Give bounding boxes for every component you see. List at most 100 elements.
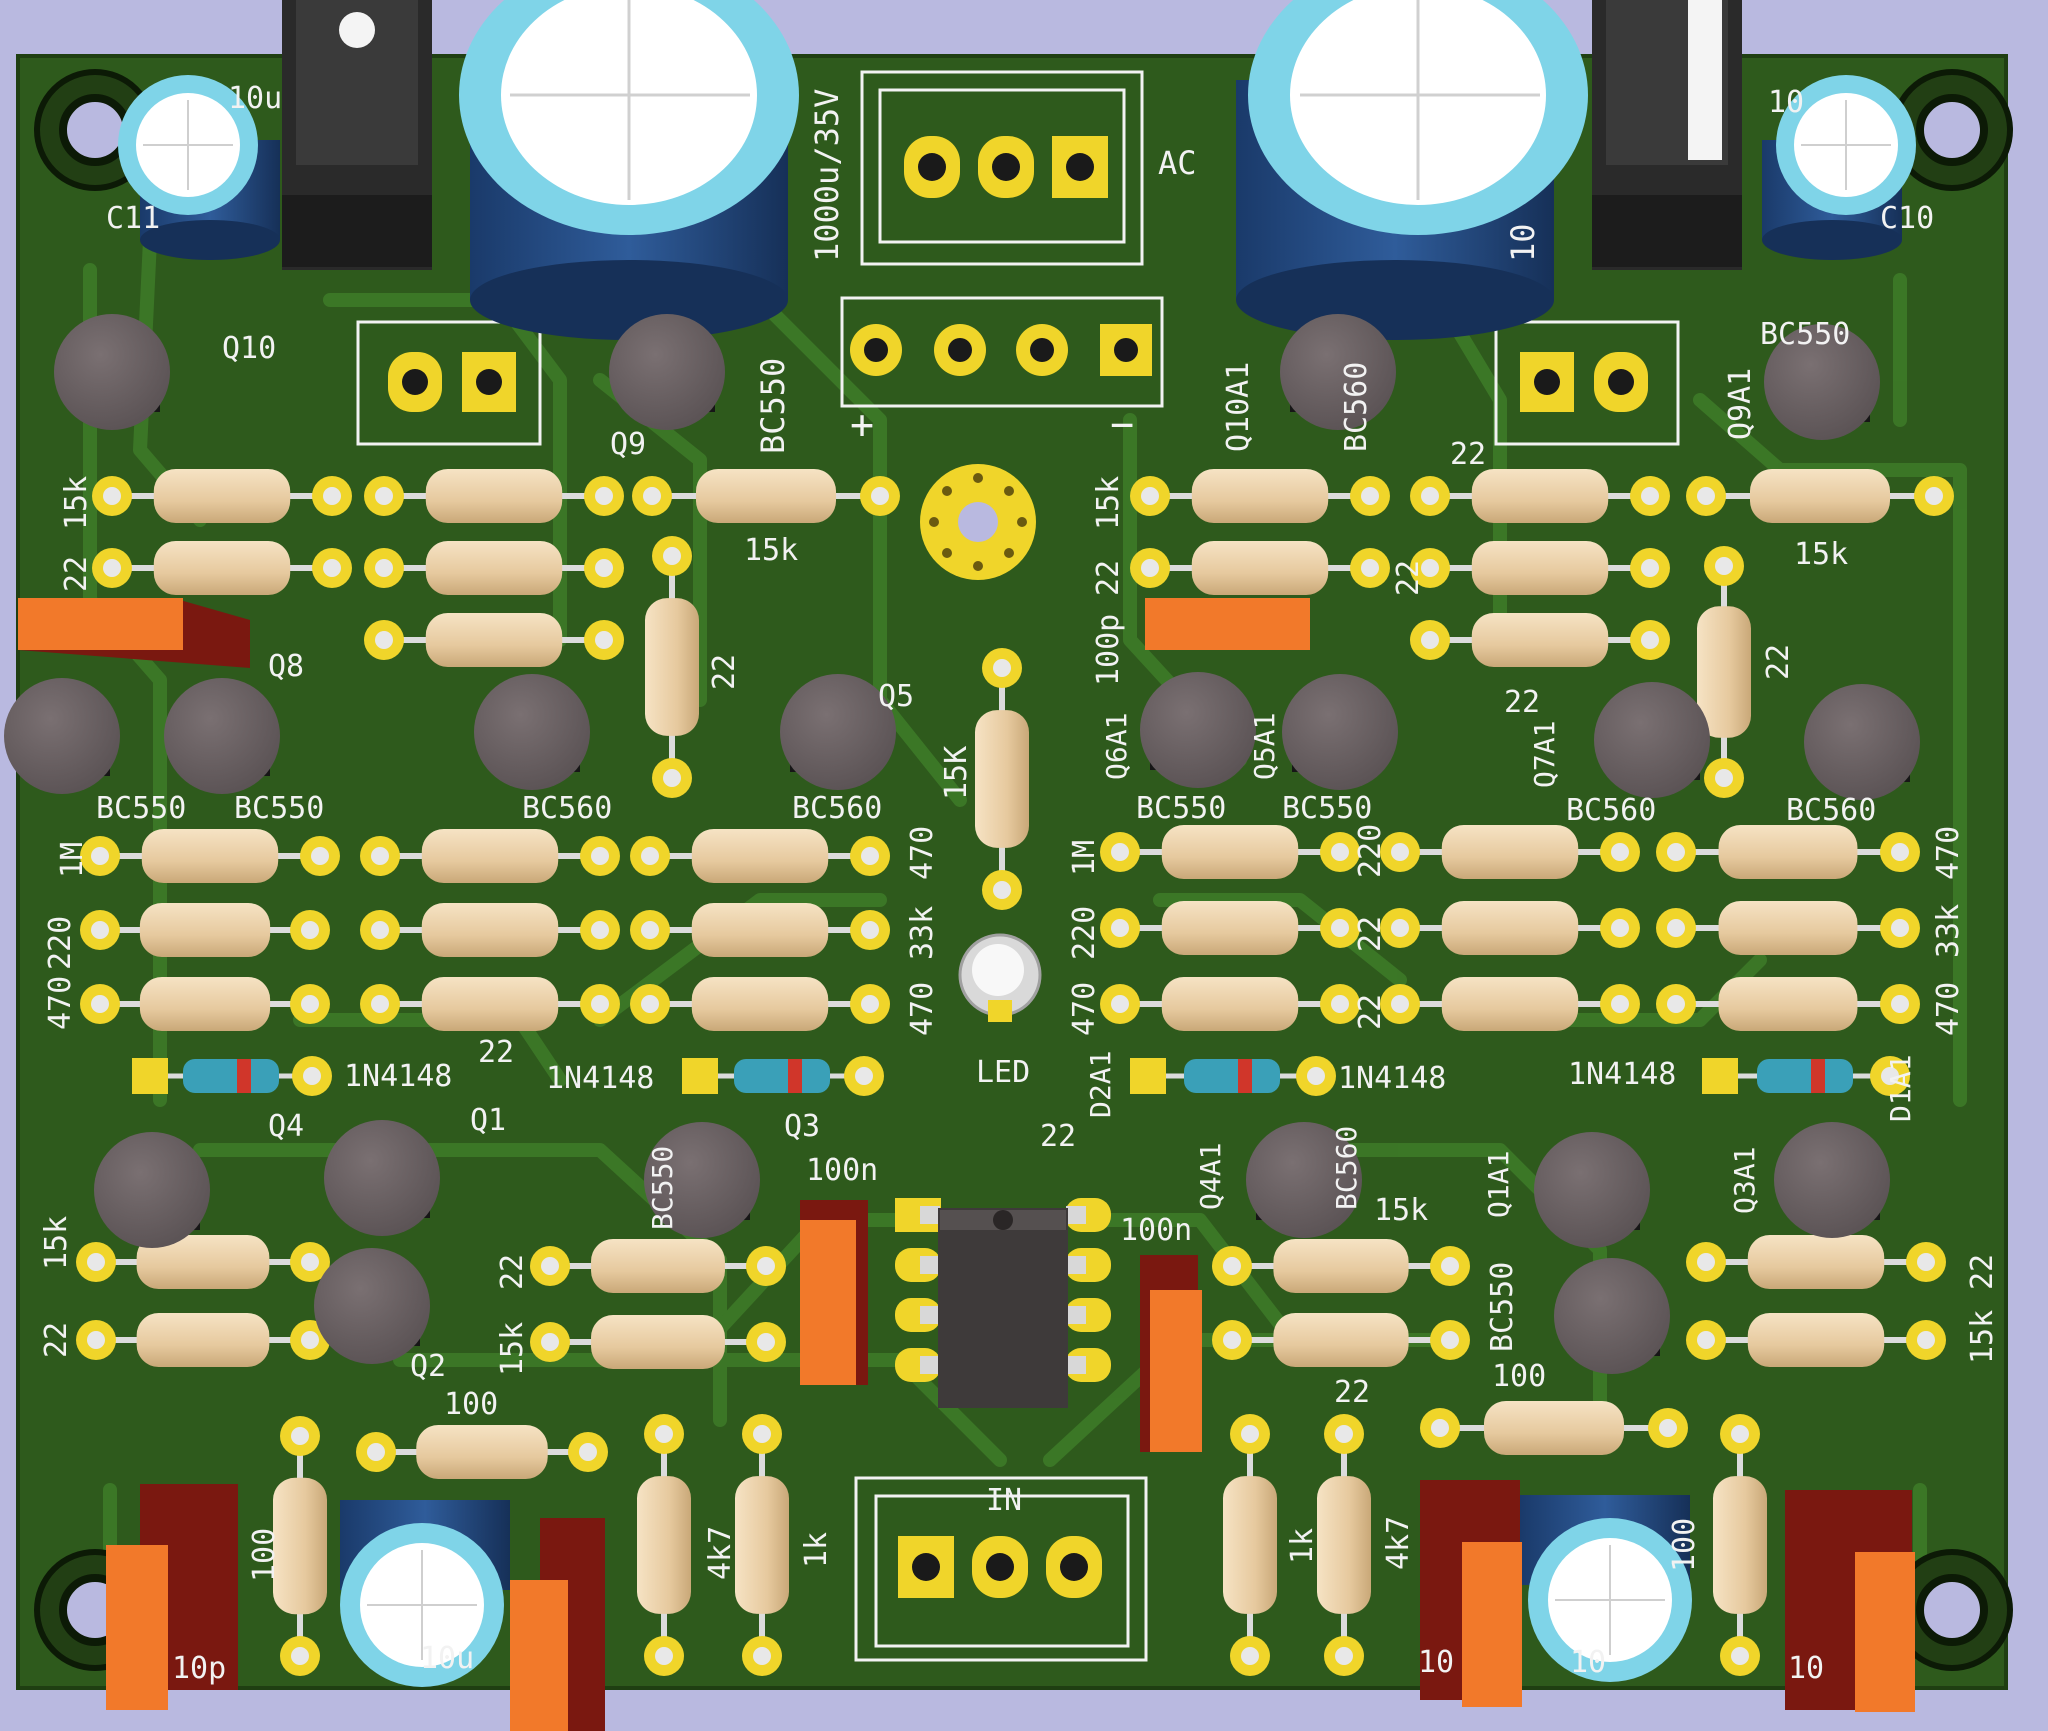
resistor-h	[1686, 469, 1954, 523]
resistor-v	[1317, 1414, 1371, 1676]
silk-label-c10: C10	[1880, 201, 1934, 236]
resistor-h	[1212, 1313, 1470, 1367]
silk-label-r470b: 470	[905, 826, 940, 880]
resistor-h	[76, 1313, 330, 1367]
resistor-v	[645, 536, 699, 798]
silk-label-r22R5: 22	[1353, 916, 1388, 952]
silk-label-bc560d: BC560	[1786, 793, 1876, 828]
silk-label-r22B4: 22	[1965, 1254, 2000, 1290]
resistor-h	[1380, 977, 1640, 1031]
silk-outlines	[356, 70, 1680, 1662]
film-capacitors	[18, 598, 1915, 1731]
connector-ac	[904, 136, 1108, 198]
transistors	[4, 314, 1920, 1374]
silk-label-bc560b: BC560	[792, 791, 882, 826]
transistor	[1764, 324, 1880, 440]
silk-label-r220R2: 220	[1353, 824, 1388, 878]
silk-label-r15kB2: 15k	[495, 1322, 530, 1376]
silk-label-r22B3: 22	[1334, 1375, 1370, 1410]
silk-label-q9t: BC550	[754, 358, 792, 454]
transistor	[474, 674, 590, 790]
connector-in	[898, 1536, 1102, 1598]
silk-label-bc550e: BC550	[646, 1146, 679, 1230]
resistor-h	[630, 829, 890, 883]
silk-label-in: IN	[986, 1483, 1022, 1518]
silk-label-q9: Q9	[610, 427, 646, 462]
silk-label-c10R3: 10	[1788, 1651, 1824, 1686]
silk-label-bc550a: BC550	[96, 791, 186, 826]
resistors-horizontal	[76, 469, 1954, 1479]
transistor	[314, 1248, 430, 1364]
silk-label-d1a1: D1A1	[1884, 1055, 1917, 1122]
silk-label-r100a: 100	[444, 1387, 498, 1422]
silk-label-d1n2: 1N4148	[546, 1061, 654, 1096]
resistor-h	[530, 1315, 786, 1369]
diodes	[132, 1056, 1910, 1096]
led	[958, 933, 1042, 1022]
silk-label-bc560a: BC560	[522, 791, 612, 826]
silk-label-r22R2: 22	[1391, 560, 1426, 596]
silk-label-q1: Q1	[470, 1103, 506, 1138]
silk-label-r1kb: 1k	[1285, 1528, 1320, 1564]
silk-label-r33k: 33k	[905, 906, 940, 960]
transistor	[1140, 672, 1256, 788]
resistor-h	[1130, 469, 1390, 523]
silk-label-r15kC: 15K	[939, 746, 974, 800]
resistor-h	[80, 829, 340, 883]
resistor-v	[1713, 1414, 1767, 1676]
silk-label-q6a1: Q6A1	[1100, 713, 1133, 780]
silk-label-q10: Q10	[222, 331, 276, 366]
resistor-h	[364, 469, 624, 523]
capacitor-1000u-left	[459, 0, 799, 340]
silk-label-r1mR: 1M	[1067, 840, 1102, 876]
silk-label-r22R6: 22	[1353, 994, 1388, 1030]
silk-label-r22R4: 22	[1091, 560, 1126, 596]
silk-label-q5a1: Q5A1	[1248, 713, 1281, 780]
silk-label-r15kB4: 15k	[1965, 1310, 2000, 1364]
resistor-v	[637, 1414, 691, 1676]
silk-label-bc550d: BC550	[1282, 791, 1372, 826]
resistor-h	[630, 903, 890, 957]
silk-label-r15kB3: 15k	[1374, 1193, 1428, 1228]
silk-label-c10pL: 10p	[172, 1651, 226, 1686]
resistor-h	[1212, 1239, 1470, 1293]
silk-label-cbigL: 1000u/35V	[808, 89, 846, 262]
diode	[682, 1056, 884, 1096]
silk-label-q4: Q4	[268, 1109, 304, 1144]
silk-label-c100n1: 100n	[806, 1153, 878, 1188]
transistor	[1594, 682, 1710, 798]
resistor-h	[1410, 541, 1670, 595]
silk-label-c100p: 100p	[1091, 614, 1126, 686]
resistor-h	[1656, 977, 1920, 1031]
silk-label-r22R3: 22	[1504, 685, 1540, 720]
capacitor-10u-bottom-right	[1520, 1495, 1692, 1682]
silk-label-r15kL1: 15k	[59, 476, 94, 530]
resistor-h	[360, 903, 620, 957]
resistors-vertical	[273, 536, 1767, 1676]
silk-label-r470c: 470	[905, 982, 940, 1036]
center-mount-pad	[920, 464, 1036, 580]
silk-label-r33kR: 33k	[1931, 904, 1966, 958]
silk-label-r22B1: 22	[39, 1322, 74, 1358]
transistor	[1804, 684, 1920, 800]
silk-label-c11: C11	[106, 201, 160, 236]
silk-label-r100d: 100	[1667, 1518, 1702, 1572]
silk-label-minus: −	[1110, 402, 1134, 448]
capacitor-1000u-right	[1236, 0, 1588, 340]
silk-label-q4a1: Q4A1	[1194, 1143, 1227, 1210]
transistor	[1554, 1258, 1670, 1374]
transistor	[94, 1132, 210, 1248]
resistor-h	[1686, 1313, 1946, 1367]
silk-label-c100n2: 100n	[1120, 1213, 1192, 1248]
resistor-h	[1410, 613, 1670, 667]
silk-label-q1a1: Q1A1	[1482, 1151, 1515, 1218]
resistor-h	[632, 469, 900, 523]
ic-op-amp	[895, 1198, 1111, 1408]
silk-label-d1n4: 1N4148	[1568, 1057, 1676, 1092]
resistor-h	[1100, 825, 1360, 879]
silk-label-c10uL: 10u	[420, 1641, 474, 1676]
silk-label-r4k7b: 4k7	[1381, 1516, 1416, 1570]
voltage-regulator-left	[282, 0, 432, 270]
resistor-h	[80, 977, 330, 1031]
